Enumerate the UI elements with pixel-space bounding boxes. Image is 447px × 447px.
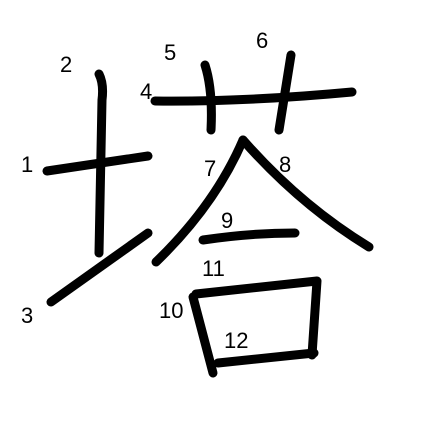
stroke-number-12: 12 [224, 328, 248, 353]
stroke-2 [94, 69, 108, 258]
stroke-11 [191, 276, 322, 360]
stroke-number-6: 6 [256, 28, 268, 53]
stroke-number-4: 4 [140, 79, 152, 104]
stroke-12 [213, 348, 319, 368]
stroke-number-11: 11 [202, 256, 225, 281]
stroke-4 [150, 87, 357, 106]
stroke-number-1: 1 [21, 152, 33, 177]
stroke-8 [238, 135, 374, 252]
stroke-number-2: 2 [60, 52, 72, 77]
stroke-5 [200, 60, 216, 135]
stroke-number-3: 3 [21, 303, 33, 328]
stroke-number-labels: 1 2 3 4 5 6 7 8 9 10 11 12 [21, 28, 291, 353]
stroke-7 [151, 135, 248, 267]
stroke-10 [188, 292, 218, 378]
stroke-number-7: 7 [204, 156, 216, 181]
stroke-number-8: 8 [279, 152, 291, 177]
stroke-number-5: 5 [164, 40, 176, 65]
stroke-number-9: 9 [221, 208, 233, 233]
stroke-number-10: 10 [159, 298, 183, 323]
stroke-6 [274, 50, 296, 135]
character-strokes [42, 50, 374, 378]
stroke-9 [198, 228, 300, 245]
stroke-3 [46, 228, 153, 307]
